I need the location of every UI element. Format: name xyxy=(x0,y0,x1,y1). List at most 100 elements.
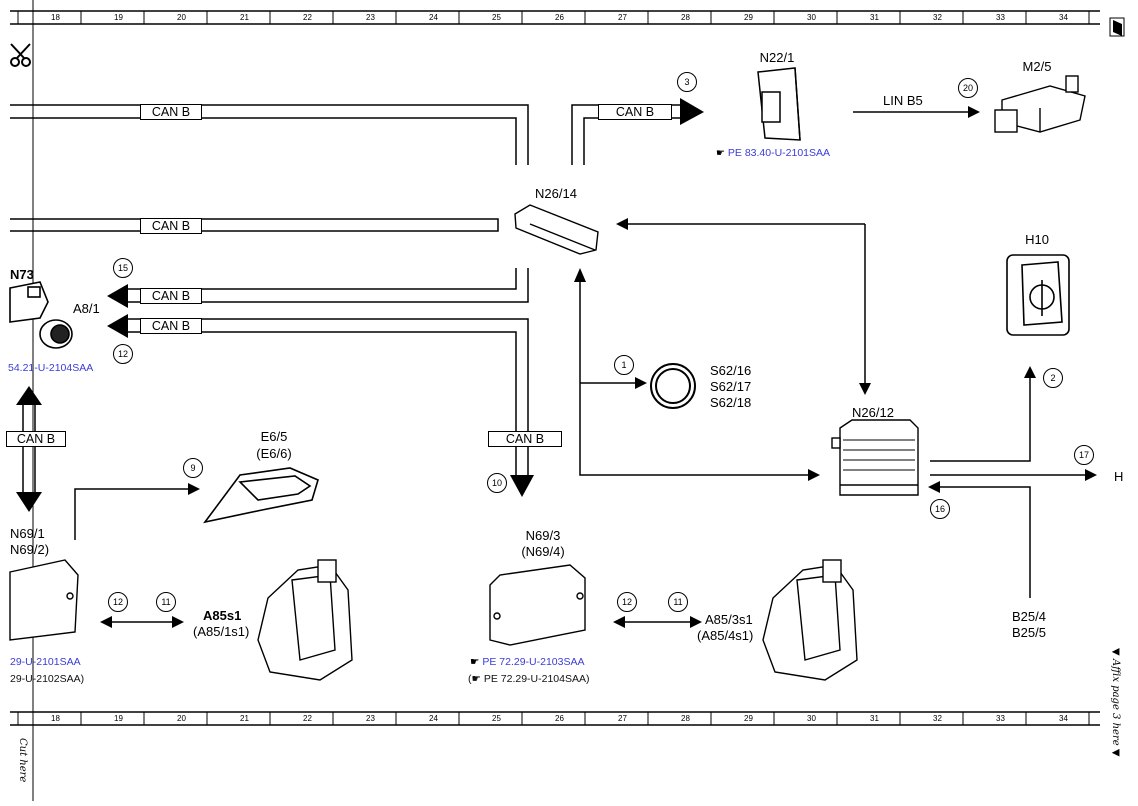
a8-1-key-icon xyxy=(9,281,73,349)
ruler-column-label: 24 xyxy=(429,714,438,723)
lin-b5-label: LIN B5 xyxy=(883,93,923,108)
n69-3-reference-text: PE 72.29-U-2103SAA xyxy=(482,656,585,668)
a85s1-label: A85s1 xyxy=(203,608,242,623)
a8-1-label: A8/1 xyxy=(73,301,100,316)
n69-3-reference: ☛ PE 72.29-U-2103SAA xyxy=(470,656,585,668)
n73-label: N73 xyxy=(10,267,34,282)
ruler-column-label: 22 xyxy=(303,13,312,22)
n69-4-reference: (☛ PE 72.29-U-2104SAA) xyxy=(468,673,590,685)
ruler-column-label: 33 xyxy=(996,13,1005,22)
ruler-column-label: 28 xyxy=(681,13,690,22)
ruler-column-label: 34 xyxy=(1059,714,1068,723)
ruler-column-label: 23 xyxy=(366,13,375,22)
hand-pointer-icon: ☛ xyxy=(470,656,480,668)
circled-number-17: 17 xyxy=(1074,445,1094,465)
ruler-column-label: 25 xyxy=(492,13,501,22)
h10-label: H10 xyxy=(1025,232,1049,247)
n69-1-reference: 29-U-2101SAA xyxy=(10,656,81,668)
s62-switch-ring-icon xyxy=(650,363,696,409)
s62-18-label: S62/18 xyxy=(710,395,752,410)
ruler-column-label: 22 xyxy=(303,714,312,723)
e6-5-label: E6/5 xyxy=(260,429,288,444)
can-bus-arrowheads xyxy=(16,98,704,512)
ruler-column-label: 23 xyxy=(366,714,375,723)
n26-14-module-icon xyxy=(514,204,599,255)
circled-number-12-left: 12 xyxy=(108,592,128,612)
can-b-label-6: CAN B xyxy=(488,431,562,447)
n69-3-label: N69/3 xyxy=(525,528,561,543)
h-label: H xyxy=(1114,469,1124,484)
circled-number-11-right: 11 xyxy=(668,592,688,612)
a8-1-reference: 54.21-U-2104SAA xyxy=(8,362,94,374)
affix-page-note: ▼ Affix page 3 here ▼ xyxy=(1110,648,1121,757)
can-b-label-3: CAN B xyxy=(140,218,202,234)
ruler-column-label: 28 xyxy=(681,714,690,723)
circled-number-16: 16 xyxy=(930,499,950,519)
ruler-column-label: 32 xyxy=(933,714,942,723)
hand-pointer-icon: ☛ xyxy=(471,673,481,685)
circled-number-12-right: 12 xyxy=(617,592,637,612)
ruler-column-label: 18 xyxy=(51,714,60,723)
n69-3-module-icon xyxy=(489,564,586,646)
ruler-column-label: 20 xyxy=(177,13,186,22)
n22-1-module-icon xyxy=(757,67,801,141)
ruler-column-label: 27 xyxy=(618,13,627,22)
ruler-column-label: 30 xyxy=(807,13,816,22)
ruler-column-label: 29 xyxy=(744,714,753,723)
circled-number-1: 1 xyxy=(614,355,634,375)
circled-number-9: 9 xyxy=(183,458,203,478)
n69-2-reference: 29-U-2102SAA) xyxy=(10,673,85,685)
ruler-column-label: 26 xyxy=(555,13,564,22)
circled-number-3: 3 xyxy=(677,72,697,92)
a85-1s1-label: (A85/1s1) xyxy=(193,624,250,639)
n69-4-label: (N69/4) xyxy=(521,544,565,559)
n26-12-module-icon xyxy=(831,419,919,496)
a85-4s1-label: (A85/4s1) xyxy=(697,628,754,643)
circled-number-20: 20 xyxy=(958,78,978,98)
cut-here-note: Cut here xyxy=(17,738,28,783)
ruler-column-label: 18 xyxy=(51,13,60,22)
n22-1-reference-text: PE 83.40-U-2101SAA xyxy=(727,147,831,159)
ruler-column-label: 31 xyxy=(870,13,879,22)
e6-mirror-icon xyxy=(203,467,319,524)
circled-number-2: 2 xyxy=(1043,368,1063,388)
n69-left-module-icon xyxy=(9,559,79,641)
b25-5-label: B25/5 xyxy=(1012,625,1046,640)
ruler-column-label: 34 xyxy=(1059,13,1068,22)
hand-pointer-icon: ☛ xyxy=(716,148,725,159)
m2-5-label: M2/5 xyxy=(1022,59,1052,74)
ruler-column-label: 32 xyxy=(933,13,942,22)
ruler-column-label: 25 xyxy=(492,714,501,723)
a85-3s1-label: A85/3s1 xyxy=(705,612,753,627)
scissors-icon xyxy=(10,43,31,67)
can-b-label-2: CAN B xyxy=(598,104,672,120)
circled-number-12: 12 xyxy=(113,344,133,364)
a85s1-lock-icon xyxy=(257,559,353,681)
ruler-column-label: 26 xyxy=(555,714,564,723)
can-b-label-1: CAN B xyxy=(140,104,202,120)
top-ruler xyxy=(10,10,1100,25)
n69-2-label: N69/2) xyxy=(10,542,50,557)
corner-marker-icon xyxy=(1109,17,1125,37)
signal-wires xyxy=(74,111,1085,623)
n26-14-label: N26/14 xyxy=(535,186,577,201)
m2-5-actuator-icon xyxy=(994,75,1086,133)
n69-4-reference-paren: ( xyxy=(468,673,472,685)
can-b-label-7: CAN B xyxy=(6,431,66,447)
ruler-column-label: 31 xyxy=(870,714,879,723)
ruler-column-label: 20 xyxy=(177,714,186,723)
ruler-column-label: 29 xyxy=(744,13,753,22)
e6-6-label: (E6/6) xyxy=(256,446,292,461)
circled-number-10: 10 xyxy=(487,473,507,493)
s62-17-label: S62/17 xyxy=(710,379,752,394)
signal-arrowheads xyxy=(100,106,1097,628)
ruler-column-label: 27 xyxy=(618,714,627,723)
ruler-column-label: 24 xyxy=(429,13,438,22)
ruler-column-label: 21 xyxy=(240,714,249,723)
n26-12-label: N26/12 xyxy=(852,405,894,420)
circled-number-15: 15 xyxy=(113,258,133,278)
ruler-column-label: 33 xyxy=(996,714,1005,723)
a85-3s1-lock-icon xyxy=(762,559,858,681)
n22-1-label: N22/1 xyxy=(759,50,795,65)
